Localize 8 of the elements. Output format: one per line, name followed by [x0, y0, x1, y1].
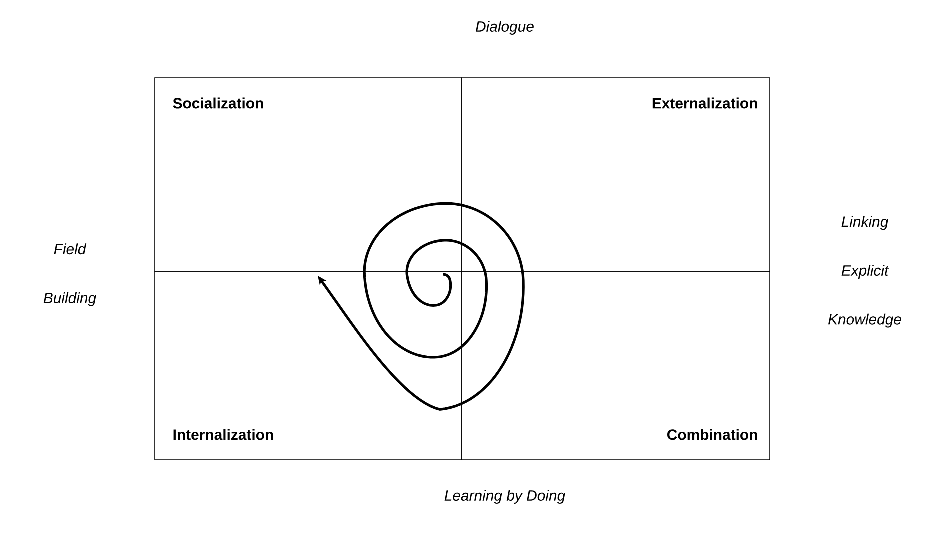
axis-label: Learning by Doing	[444, 490, 566, 504]
quadrant-box: Combination	[462, 272, 770, 460]
quadrant-box: Socialization	[154, 78, 462, 272]
quadrant-box: Internalization	[154, 272, 462, 460]
axis-label: Linking Explicit Knowledge	[828, 216, 902, 328]
axis-label: Dialogue	[476, 21, 534, 35]
axis-label: Field Building	[44, 244, 96, 306]
quadrant-box: Externalization	[462, 78, 770, 272]
